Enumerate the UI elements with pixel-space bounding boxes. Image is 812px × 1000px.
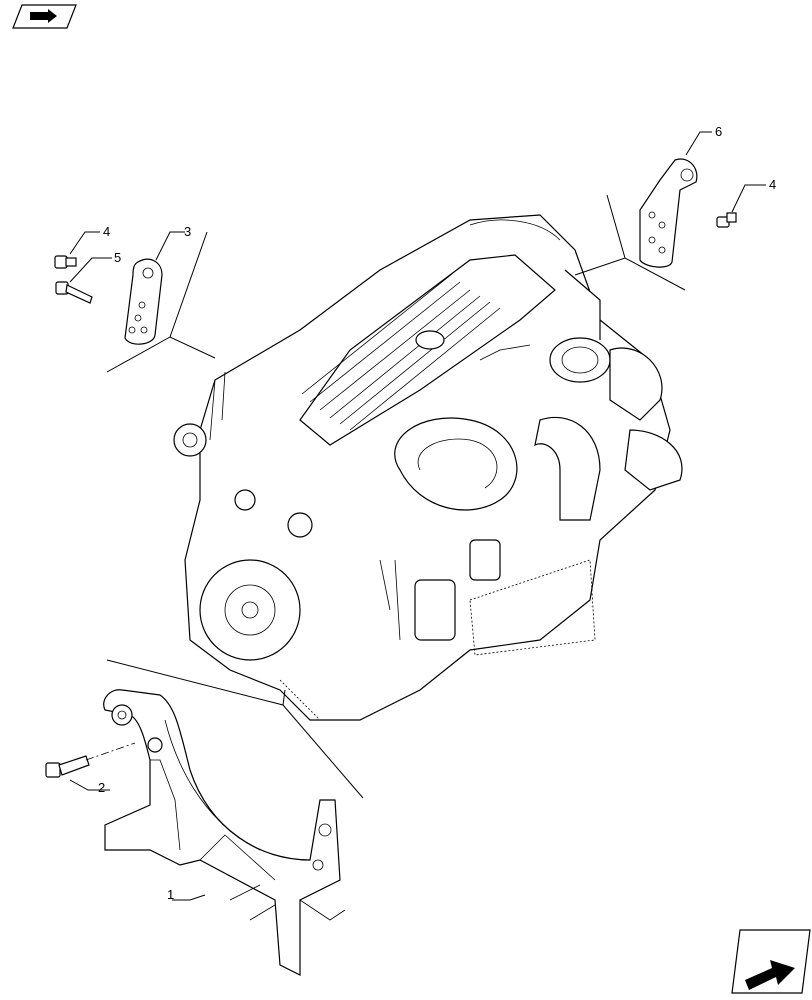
leader-lines — [106, 194, 686, 799]
engine-assembly — [173, 214, 683, 721]
bracket-part-6 — [639, 131, 712, 268]
callout-4-left: 4 — [103, 224, 110, 239]
bolt-part-4-left — [54, 231, 100, 269]
bolt-part-4-right — [716, 184, 766, 228]
callout-6: 6 — [715, 124, 722, 139]
next-page-arrow-icon[interactable] — [731, 929, 811, 994]
bracket-part-3 — [124, 231, 185, 345]
callout-2: 2 — [98, 780, 105, 795]
engine-mount-part-1 — [103, 689, 346, 976]
bolt-part-5 — [55, 257, 112, 304]
callout-5: 5 — [114, 250, 121, 265]
callout-3: 3 — [184, 224, 191, 239]
callout-1: 1 — [167, 887, 174, 902]
bolt-part-2 — [45, 742, 136, 791]
book-arrow-icon[interactable] — [12, 4, 77, 29]
callout-4-right: 4 — [769, 177, 776, 192]
